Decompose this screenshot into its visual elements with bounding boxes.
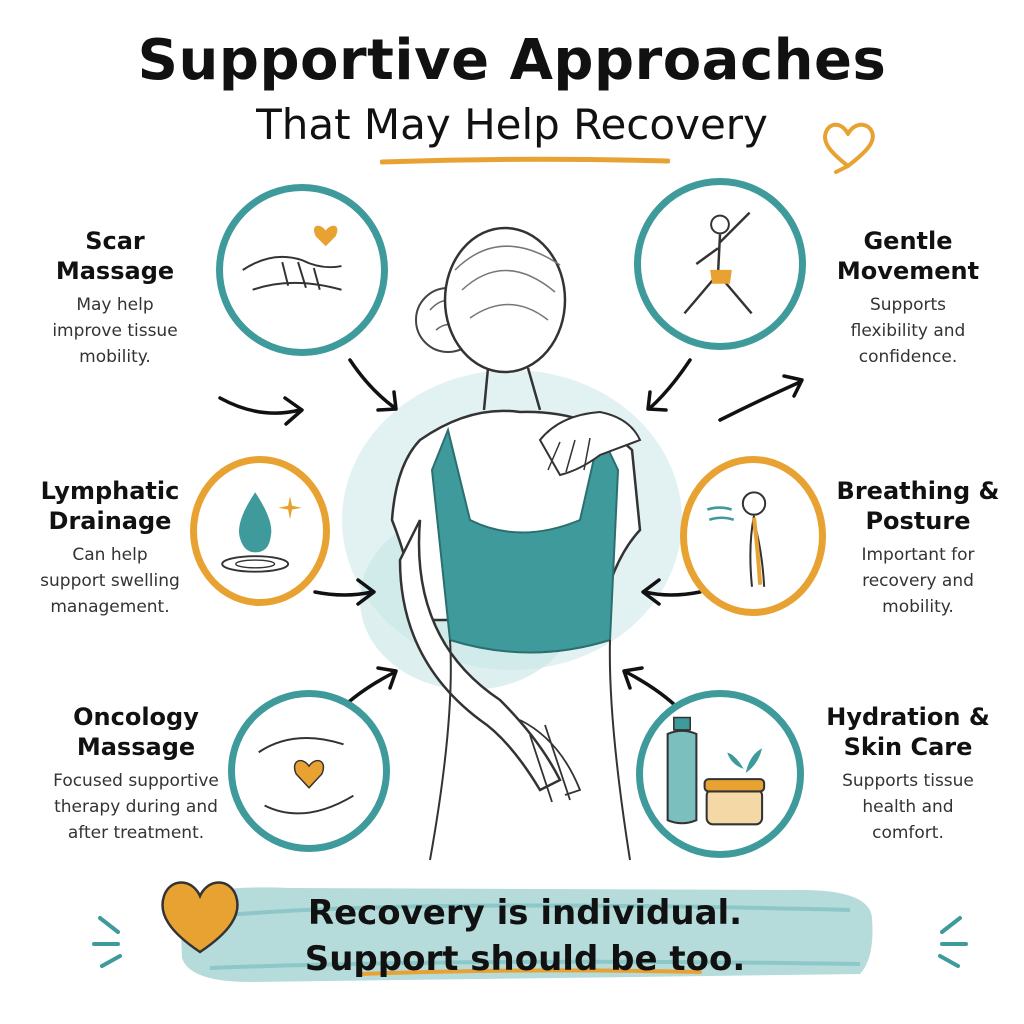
breathing-posture-label: Breathing & Posture Important for recove… (828, 476, 1008, 620)
banner-line-2: Support should be too. (304, 939, 746, 979)
approach-description: Important for recovery and mobility. (861, 545, 975, 617)
approach-title: Breathing & Posture (836, 477, 1000, 535)
oncology-massage-label: Oncology Massage Focused supportive ther… (36, 702, 236, 846)
heart-outline-icon (823, 122, 875, 174)
banner-message: Recovery is individual. Support should b… (170, 890, 880, 982)
breathing-posture-circle (680, 456, 826, 616)
banner-line-1: Recovery is individual. (307, 893, 743, 933)
approach-description: Supports tissue health and comfort. (842, 771, 974, 843)
gentle-movement-circle (634, 178, 806, 350)
breathing-figure-icon (706, 491, 767, 587)
heart-icon (161, 881, 239, 954)
oncology-massage-circle (228, 690, 390, 852)
approach-description: May help improve tissue mobility. (52, 295, 178, 367)
page-subtitle: That May Help Recovery (256, 100, 768, 149)
scar-massage-circle (216, 184, 388, 356)
approach-title: Oncology Massage (73, 703, 199, 761)
hands-massage-icon (242, 225, 342, 291)
approach-description: Supports flexibility and confidence. (850, 295, 966, 367)
approach-description: Focused supportive therapy during and af… (53, 771, 219, 843)
scar-massage-label: Scar Massage May help improve tissue mob… (30, 226, 200, 370)
hydration-skin-care-label: Hydration & Skin Care Supports tissue he… (818, 702, 998, 846)
approach-title: Lymphatic Drainage (40, 477, 180, 535)
bottle-and-jar-icon (666, 716, 766, 826)
sparkle-lines-left-icon (92, 916, 122, 968)
approach-description: Can help support swelling management. (40, 545, 180, 617)
approach-title: Gentle Movement (836, 227, 980, 285)
banner-brushstroke (180, 887, 873, 982)
stretching-figure-icon (683, 211, 753, 315)
lymphatic-drainage-label: Lymphatic Drainage Can help support swel… (20, 476, 200, 620)
sparkle-lines-right-icon (938, 916, 968, 968)
approach-title: Scar Massage (55, 227, 175, 285)
water-drop-icon (221, 492, 302, 573)
caring-hands-heart-icon (258, 737, 354, 815)
hydration-skin-care-circle (636, 690, 804, 858)
page-title: Supportive Approaches (137, 28, 887, 93)
gentle-movement-label: Gentle Movement Supports flexibility and… (818, 226, 998, 370)
lymphatic-drainage-circle (190, 456, 330, 606)
approach-title: Hydration & Skin Care (826, 703, 990, 761)
title-underline (380, 156, 670, 165)
